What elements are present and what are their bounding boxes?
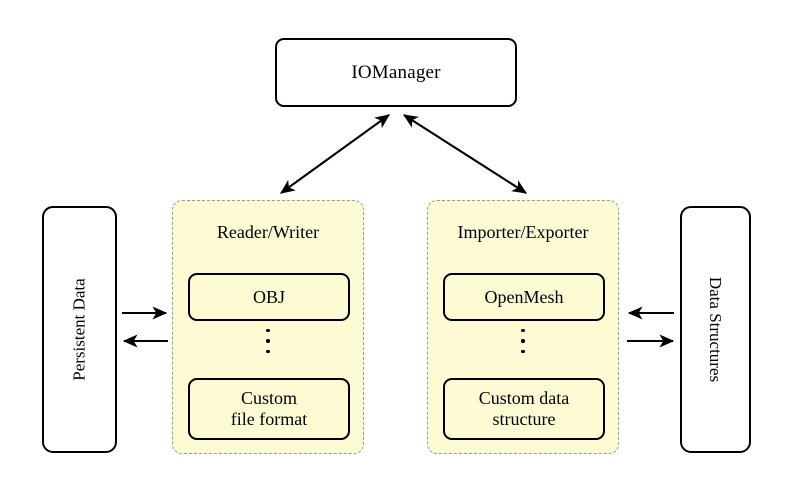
node-iomanager-label: IOManager — [351, 62, 441, 83]
item-custom-data-structure-line2: structure — [492, 409, 556, 429]
item-openmesh-label: OpenMesh — [484, 286, 564, 307]
node-persistent-data[interactable]: Persistent Data — [42, 206, 117, 453]
item-custom-data-structure[interactable]: Custom data structure — [443, 378, 605, 440]
item-custom-file-format-line2: file format — [230, 409, 308, 429]
node-data-structures-label: Data Structures — [706, 276, 725, 383]
node-persistent-data-label: Persistent Data — [70, 278, 90, 381]
item-obj-label: OBJ — [252, 286, 285, 307]
item-custom-file-format-line1: Custom — [240, 388, 297, 409]
vertical-ellipsis-icon — [428, 329, 618, 354]
node-data-structures[interactable]: Data Structures — [680, 206, 751, 453]
edge-manager-reader-writer — [280, 114, 390, 194]
edge-manager-importer-exporter — [403, 114, 527, 194]
item-custom-data-structure-line1: Custom data — [478, 388, 570, 409]
group-reader-writer-title: Reader/Writer — [216, 222, 320, 242]
vertical-ellipsis-icon — [173, 329, 363, 354]
group-importer-exporter-title: Importer/Exporter — [457, 222, 589, 242]
node-iomanager[interactable]: IOManager — [275, 38, 517, 107]
group-reader-writer[interactable]: Reader/Writer OBJ Custom file format — [172, 200, 364, 454]
group-importer-exporter[interactable]: Importer/Exporter OpenMesh Custom data s… — [427, 200, 619, 454]
item-obj[interactable]: OBJ — [188, 273, 350, 321]
item-openmesh[interactable]: OpenMesh — [443, 273, 605, 321]
item-custom-file-format[interactable]: Custom file format — [188, 378, 350, 440]
